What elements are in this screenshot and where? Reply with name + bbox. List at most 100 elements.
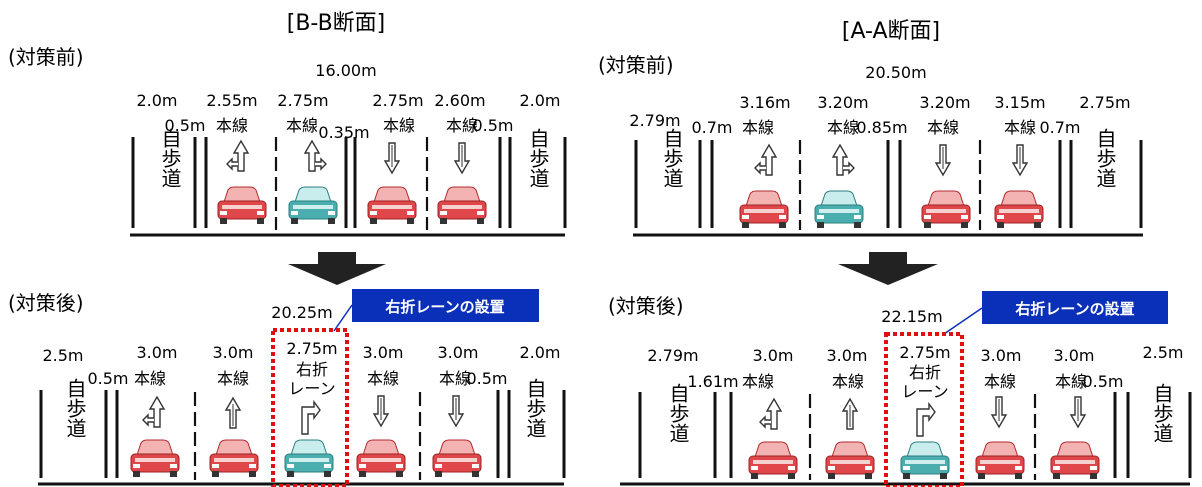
- aa-a-turn-word: レーン: [901, 382, 948, 401]
- bb-a-walk-right: 自歩道: [523, 378, 547, 438]
- down-arrow-icon: [373, 395, 389, 427]
- aa-a-w4: 3.0m: [980, 346, 1021, 365]
- bb-a-r2-4: 本線: [367, 369, 399, 388]
- bb-a-w1: 3.0m: [136, 343, 177, 362]
- bb-b-w5: 2.60m: [434, 91, 485, 110]
- down-arrow-icon: [1070, 396, 1086, 428]
- bb-right-turn-lane-highlight: [271, 328, 349, 487]
- bb-callout-leader: [333, 304, 353, 332]
- red-car-icon: [825, 441, 875, 480]
- bb-b-walk-left: 自歩道: [158, 128, 182, 188]
- bb-before-total-width: 16.00m: [315, 61, 376, 80]
- bb-after-label: (対策後): [8, 291, 84, 315]
- aa-transition-arrow-icon: [838, 252, 938, 285]
- bb-b-r2-5: 本線: [446, 116, 478, 135]
- bb-a-r2-3: 右折: [296, 360, 328, 379]
- bb-a-w0: 2.5m: [42, 346, 83, 365]
- up-arrow-icon: [842, 398, 858, 430]
- bb-b-w2: 2.55m: [206, 91, 257, 110]
- aa-b-w1: 3.16m: [739, 93, 790, 112]
- aa-right-turn-lane-highlight: [884, 332, 964, 487]
- down-arrow-icon: [1012, 144, 1028, 176]
- aa-b-w4: 3.15m: [994, 93, 1045, 112]
- aa-b-w2: 3.20m: [817, 93, 868, 112]
- aa-a-w1: 3.0m: [752, 346, 793, 365]
- aa-a-r2-1: 本線: [742, 372, 774, 391]
- bb-a-w2: 3.0m: [212, 343, 253, 362]
- aa-after-label: (対策後): [608, 294, 684, 318]
- up-right-arrow-icon: [832, 144, 855, 176]
- bb-section-title: [B-B断面]: [287, 11, 386, 36]
- red-car-icon: [432, 439, 482, 478]
- red-car-icon: [739, 190, 789, 229]
- aa-callout-box: [982, 291, 1168, 324]
- red-car-icon: [367, 186, 417, 225]
- aa-b-w5: 2.75m: [1079, 93, 1130, 112]
- bb-a-r2-6: 0.5m: [466, 369, 507, 388]
- bb-a-w3: 2.75m: [286, 339, 337, 358]
- bb-b-walk-right: 自歩道: [526, 128, 550, 188]
- bb-transition-arrow-icon: [288, 252, 386, 285]
- red-car-icon: [209, 439, 259, 478]
- bb-b-r2-0: 0.5m: [164, 116, 205, 135]
- aa-b-r2-2: 本線: [742, 118, 774, 137]
- down-arrow-icon: [384, 142, 400, 174]
- red-car-icon: [975, 441, 1025, 480]
- down-arrow-icon: [454, 142, 470, 174]
- bb-a-r2-2: 本線: [217, 369, 249, 388]
- aa-b-r2-4: 0.85m: [856, 118, 907, 137]
- bb-b-r2-4: 本線: [383, 116, 415, 135]
- up-left-arrow-icon: [226, 140, 249, 172]
- up-left-arrow-icon: [142, 396, 165, 428]
- aa-a-r2-4: 本線: [984, 372, 1016, 391]
- aa-a-walk-left: 自歩道: [666, 383, 690, 443]
- aa-b-r2-6: 本線: [1004, 118, 1036, 137]
- aa-a-w3: 2.75m: [899, 343, 950, 362]
- bb-b-r2-6: 0.5m: [472, 116, 513, 135]
- aa-after-road: [620, 392, 1192, 486]
- bb-callout-text: 右折レーンの設置: [385, 298, 504, 316]
- aa-a-w2: 3.0m: [826, 346, 867, 365]
- aa-b-r2-0: 2.79m: [629, 111, 680, 130]
- aa-after-total-width: 22.15m: [881, 307, 942, 326]
- bb-a-walk-left: 自歩道: [63, 378, 87, 438]
- aa-before-total-width: 20.50m: [865, 63, 926, 82]
- aa-a-r2-5: 本線: [1055, 372, 1087, 391]
- up-left-arrow-icon: [754, 144, 777, 176]
- bb-before-lane-dashes: [274, 137, 429, 230]
- bb-b-r2-2: 本線: [286, 116, 318, 135]
- bb-a-r2-0: 0.5m: [87, 369, 128, 388]
- aa-b-walk-left: 自歩道: [660, 128, 684, 188]
- aa-b-walk-right: 自歩道: [1093, 128, 1117, 188]
- red-car-icon: [130, 439, 180, 478]
- bb-a-w5: 3.0m: [437, 343, 478, 362]
- bb-b-w4: 2.75m: [372, 91, 423, 110]
- red-car-icon: [356, 439, 406, 478]
- teal-car-icon: [900, 441, 950, 480]
- down-arrow-icon: [991, 396, 1007, 428]
- bb-a-r2-5: 本線: [439, 369, 471, 388]
- bb-b-w3: 2.75m: [277, 91, 328, 110]
- up-right-arrow-icon: [304, 140, 327, 172]
- aa-b-r2-3: 本線: [827, 118, 859, 137]
- red-car-icon: [437, 186, 487, 225]
- bb-a-w4: 3.0m: [362, 343, 403, 362]
- aa-a-walk-right: 自歩道: [1150, 383, 1174, 443]
- aa-before-lane-dashes: [798, 140, 982, 230]
- teal-car-icon: [814, 190, 864, 229]
- down-arrow-icon: [448, 395, 464, 427]
- down-arrow-icon: [935, 144, 951, 176]
- right-turn-arrow-icon: [301, 401, 321, 435]
- aa-a-r2-2: 本線: [832, 372, 864, 391]
- aa-a-w6: 2.5m: [1142, 343, 1183, 362]
- aa-b-r2-5: 本線: [927, 118, 959, 137]
- aa-a-r2-6: 0.5m: [1082, 372, 1123, 391]
- aa-callout-leader: [943, 307, 983, 335]
- bb-b-w6: 2.0m: [519, 91, 560, 110]
- red-car-icon: [994, 190, 1044, 229]
- aa-callout-text: 右折レーンの設置: [1015, 300, 1134, 318]
- bb-a-w6: 2.0m: [519, 343, 560, 362]
- bb-a-turn-word: レーン: [288, 379, 335, 398]
- aa-section-title: [A-A断面]: [842, 19, 940, 44]
